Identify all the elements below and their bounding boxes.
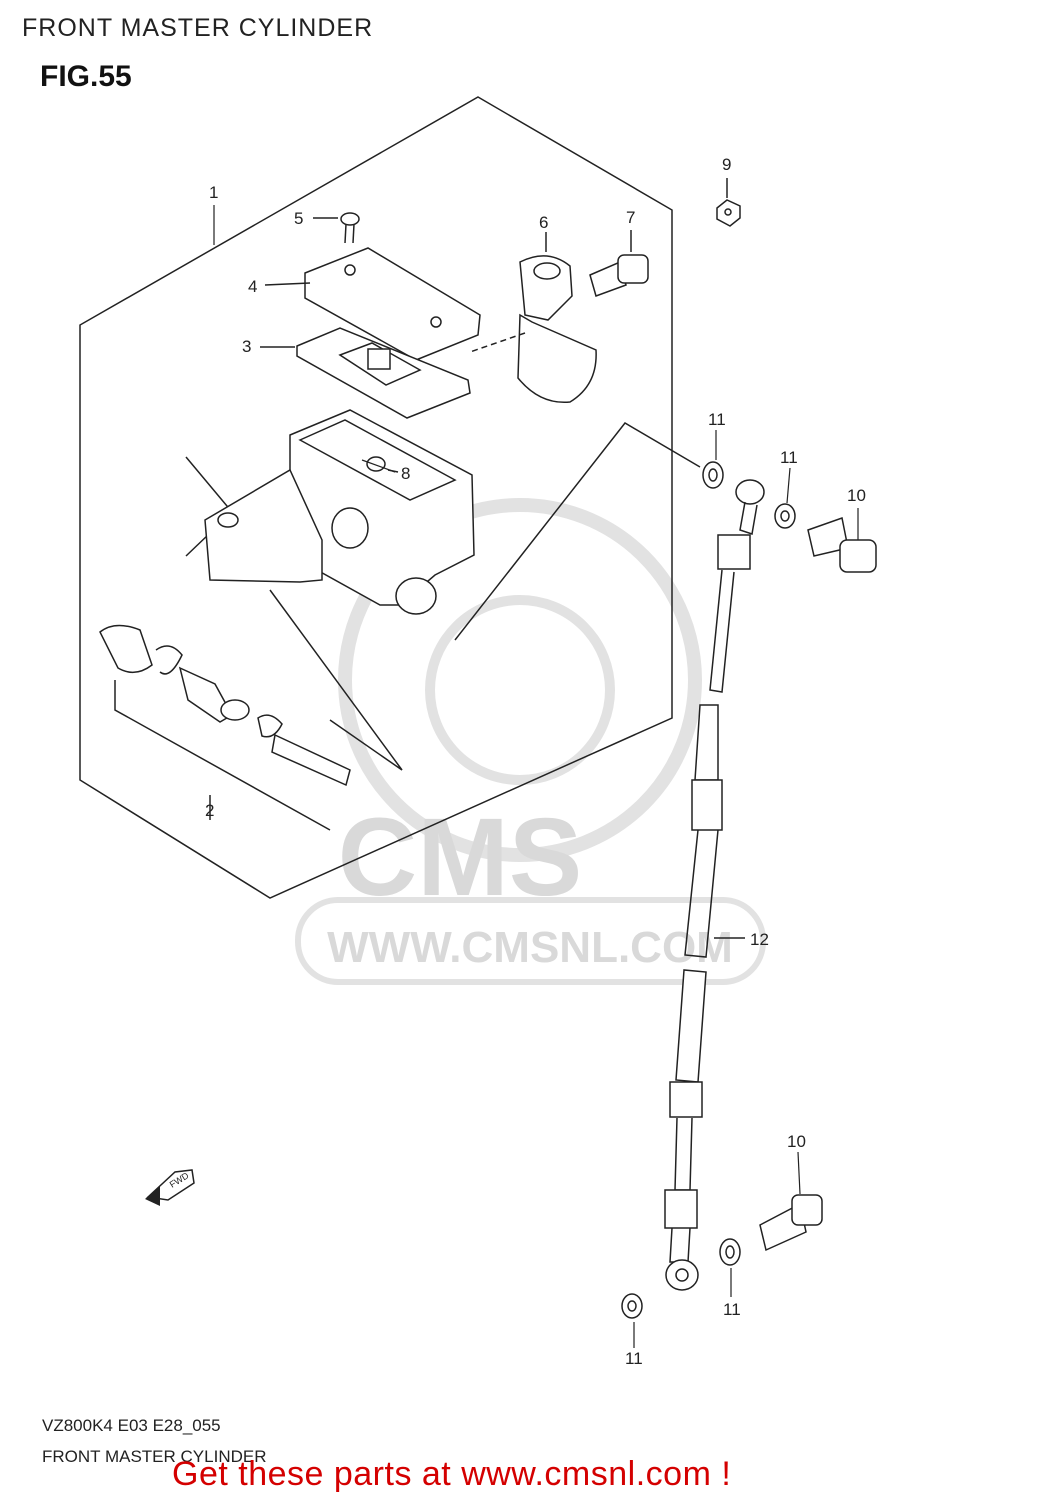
part-screw <box>313 212 360 244</box>
page-title: FRONT MASTER CYLINDER <box>22 14 374 42</box>
callout-3: 3 <box>242 337 251 356</box>
callout-11: 11 <box>780 448 798 467</box>
callout-leader-group <box>269 589 403 771</box>
watermark-mascot-circle <box>338 498 702 862</box>
callout-7: 7 <box>626 208 635 227</box>
callout-2: 2 <box>205 801 214 820</box>
part-handlebar-clamp <box>469 232 597 404</box>
callout-10: 10 <box>847 486 866 505</box>
watermark-banner <box>295 897 766 985</box>
callout-11: 11 <box>708 410 726 429</box>
assembly-boundary <box>79 96 673 899</box>
watermark-mascot-face <box>425 595 615 785</box>
part-washers <box>621 461 796 1319</box>
callout-6: 6 <box>539 213 548 232</box>
part-banjo-bolts <box>759 517 877 1252</box>
part-reservoir-cap <box>264 247 481 361</box>
model-code: VZ800K4 E03 E28_055 <box>42 1416 221 1435</box>
forward-direction-arrow: FWD <box>145 1169 195 1206</box>
watermark-url: WWW.CMSNL.COM <box>327 923 733 972</box>
part-nut <box>716 178 741 227</box>
figure-number: FIG.55 <box>40 60 132 93</box>
part-master-cylinder-body <box>204 409 475 615</box>
watermark: CMS WWW.CMSNL.COM <box>295 498 766 985</box>
footer-title: FRONT MASTER CYLINDER <box>42 1447 267 1466</box>
callout-11: 11 <box>723 1300 741 1319</box>
callout-11: 11 <box>625 1349 643 1368</box>
callouts: 1 2 3 4 5 6 7 8 9 10 11 11 11 12 10 11 <box>205 155 866 1368</box>
callout-1: 1 <box>209 183 218 202</box>
callout-12: 12 <box>750 930 769 949</box>
callout-10: 10 <box>787 1132 806 1151</box>
callout-leader-group <box>454 422 701 641</box>
callout-leaders <box>213 205 859 1348</box>
watermark-brand: CMS <box>338 796 582 919</box>
part-brake-hose <box>664 479 765 1291</box>
callout-4: 4 <box>248 277 257 296</box>
promo-link[interactable]: Get these parts at www.cmsnl.com ! <box>172 1455 732 1493</box>
callout-leader-group <box>114 680 331 831</box>
callout-9: 9 <box>722 155 731 174</box>
callout-8: 8 <box>401 464 410 483</box>
callout-5: 5 <box>294 209 303 228</box>
part-piston-kit <box>99 624 351 820</box>
part-diaphragm <box>260 327 471 419</box>
part-clamp-bolt <box>589 230 649 297</box>
